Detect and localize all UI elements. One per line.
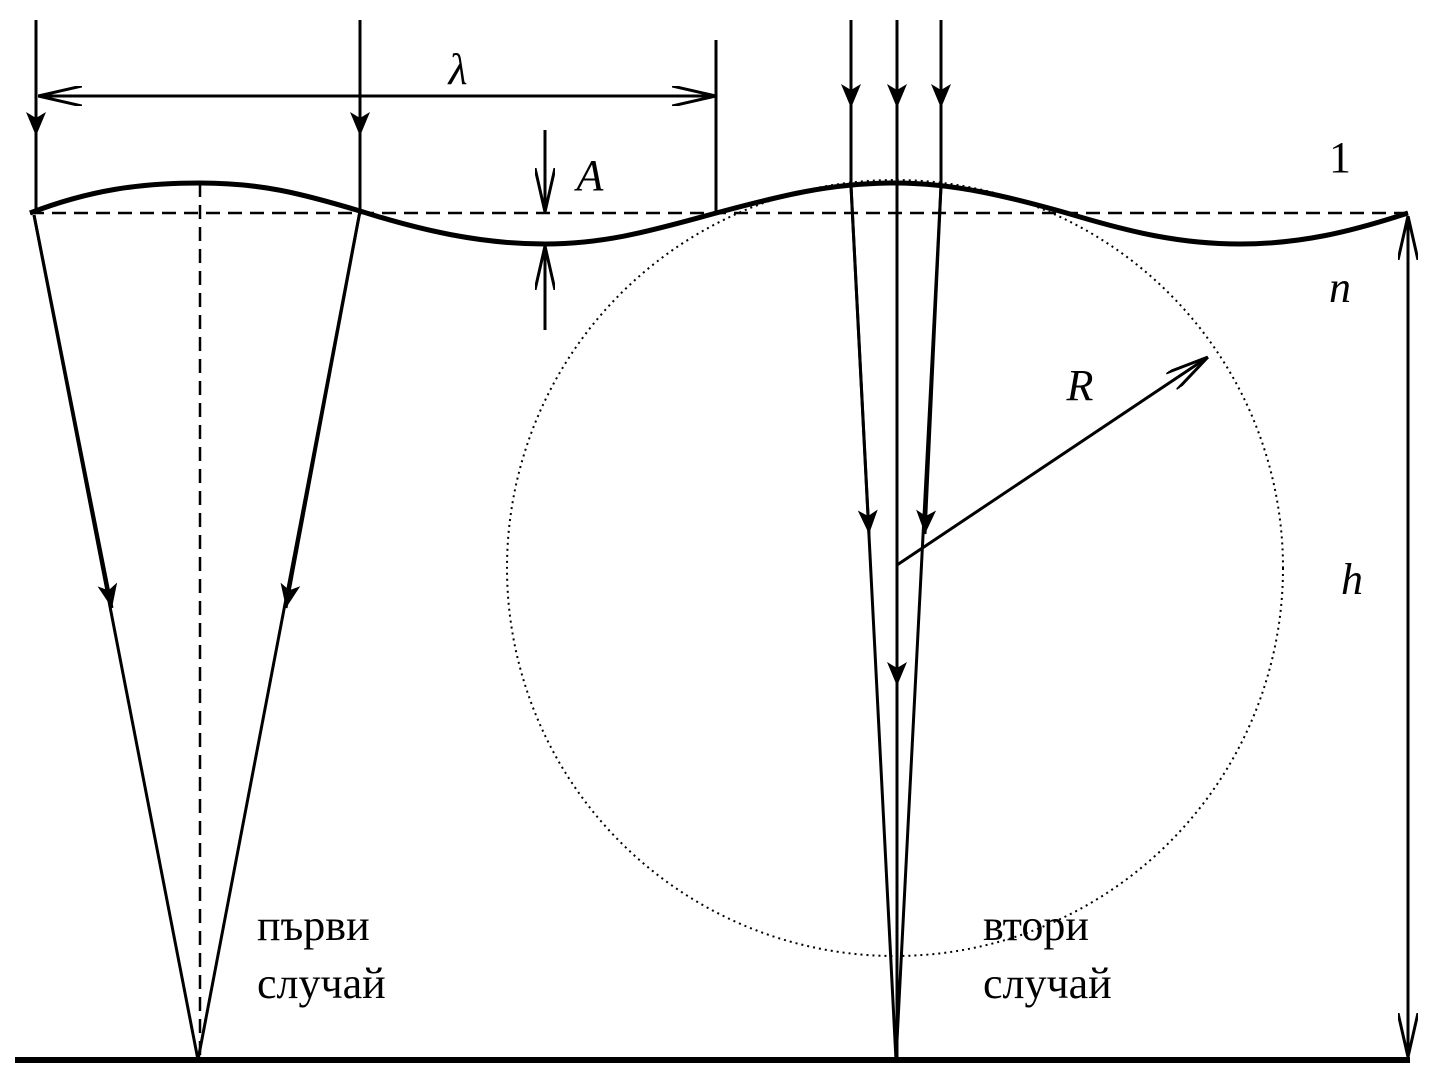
refracted-ray-left-arrowhead xyxy=(32,214,118,609)
curvature-circle xyxy=(506,179,1284,957)
second-case-caption-line2: случай xyxy=(983,959,1112,1008)
first-case-caption-line2: случай xyxy=(257,959,386,1008)
wave-surface-curve xyxy=(29,180,1409,247)
refracted-ray-2c-arrowhead xyxy=(916,185,943,535)
medium-below-label: n xyxy=(1329,263,1351,312)
wavelength-label: λ xyxy=(446,45,467,94)
refracted-ray-right-arrowhead xyxy=(280,210,362,609)
refracted-ray-2a-arrowhead xyxy=(849,185,878,535)
radius-arrow xyxy=(896,357,1208,567)
radius-label: R xyxy=(1066,361,1094,410)
depth-label: h xyxy=(1341,555,1363,604)
second-case-caption-line1: втори xyxy=(983,901,1089,950)
medium-above-label: 1 xyxy=(1329,133,1351,182)
amplitude-label: A xyxy=(574,151,605,200)
first-case-caption-line1: първи xyxy=(257,901,370,950)
